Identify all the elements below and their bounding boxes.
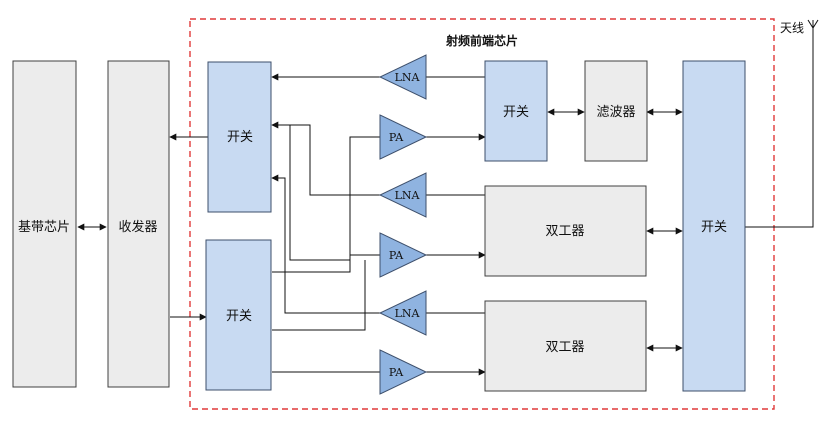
line-antenna-feed bbox=[745, 20, 814, 228]
antenna-label: 天线 bbox=[780, 21, 804, 35]
line-switch-bottom-to-pa2 bbox=[272, 254, 380, 273]
amplifiers: LNA PA LNA PA LNA PA bbox=[378, 54, 428, 395]
antenna-switch-block: 开关 bbox=[682, 60, 746, 392]
pa-3-label: PA bbox=[389, 366, 404, 379]
lna-1-triangle: LNA bbox=[378, 54, 427, 100]
duplexer-1-label: 双工器 bbox=[545, 224, 584, 239]
pa-3-triangle: PA bbox=[379, 349, 428, 395]
pa-2-label: PA bbox=[389, 249, 404, 262]
lna-3-triangle: LNA bbox=[378, 290, 427, 336]
filter-block: 滤波器 bbox=[584, 60, 648, 162]
line-lna2-to-switch-top bbox=[271, 121, 381, 196]
duplexer-2-label: 双工器 bbox=[545, 340, 584, 355]
transceiver-block: 收发器 bbox=[107, 60, 170, 388]
lna-1-label: LNA bbox=[395, 71, 421, 84]
pa-1-triangle: PA bbox=[379, 114, 428, 160]
blocks: 基带芯片 收发器 开关 开关 开关 滤波器 双工器 双工器 bbox=[12, 60, 746, 392]
rf-chip-border bbox=[189, 18, 775, 410]
lna-3-label: LNA bbox=[395, 307, 421, 320]
baseband-chip-block: 基带芯片 bbox=[12, 60, 77, 388]
switch-small-label: 开关 bbox=[503, 105, 529, 120]
lna-2-label: LNA bbox=[395, 189, 421, 202]
antenna-icon bbox=[807, 19, 819, 29]
rf-chip-title: 射频前端芯片 bbox=[445, 33, 518, 48]
switch-bottom-block: 开关 bbox=[205, 239, 272, 391]
switch-small-block: 开关 bbox=[484, 60, 548, 162]
lna-2-triangle: LNA bbox=[378, 172, 427, 218]
line-lna3-to-switch-top bbox=[271, 174, 381, 314]
line-switch-top-to-pa1 bbox=[272, 124, 380, 261]
line-switch-bottom-to-pa2-alt bbox=[272, 260, 366, 331]
switch-bottom-label: 开关 bbox=[226, 309, 252, 324]
duplexer-2-block: 双工器 bbox=[484, 300, 647, 392]
switch-top-block: 开关 bbox=[207, 61, 272, 213]
filter-label: 滤波器 bbox=[596, 105, 635, 120]
duplexer-1-block: 双工器 bbox=[484, 185, 647, 277]
antenna-switch-label: 开关 bbox=[701, 220, 727, 235]
pa-2-triangle: PA bbox=[379, 232, 428, 278]
pa-1-label: PA bbox=[389, 131, 404, 144]
baseband-chip-label: 基带芯片 bbox=[18, 220, 70, 235]
transceiver-label: 收发器 bbox=[118, 219, 157, 235]
connection-lines bbox=[77, 20, 814, 376]
switch-top-label: 开关 bbox=[227, 130, 253, 145]
